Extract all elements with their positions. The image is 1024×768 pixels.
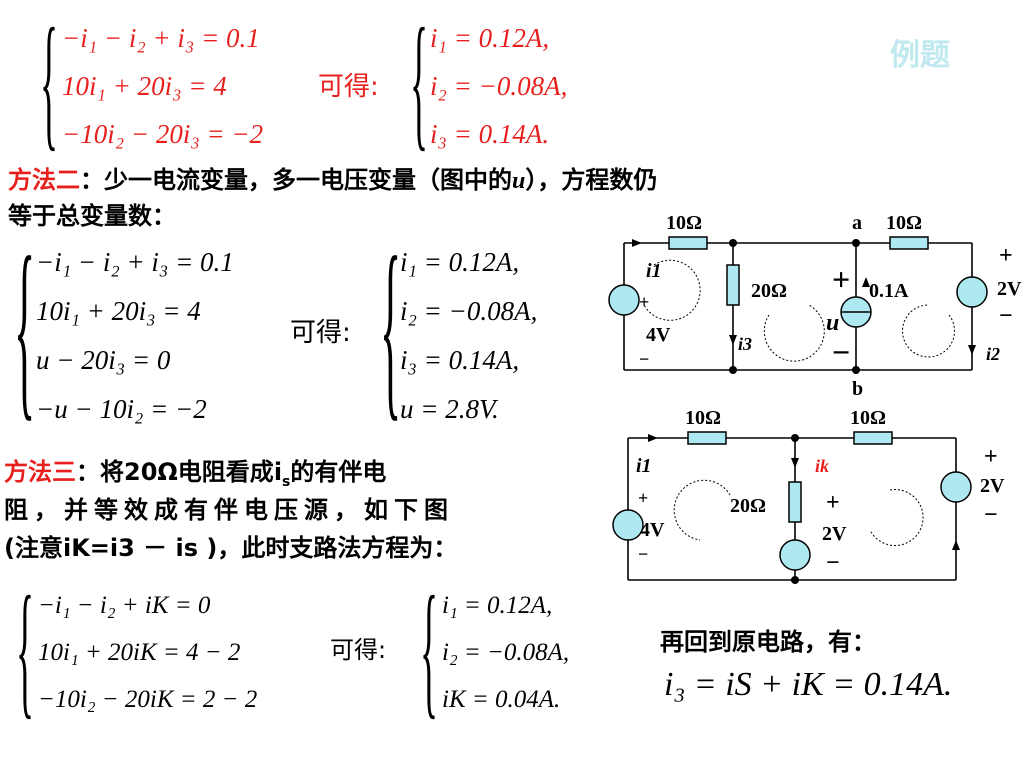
equation: −u − 10i₂ = −2 <box>36 394 207 424</box>
source-label: 4V <box>640 519 665 541</box>
svg-text:−: − <box>639 349 649 369</box>
brace: { <box>420 566 438 732</box>
resistor-label: 10Ω <box>886 212 922 234</box>
equation: −i₁ − i₂ + i₃ = 0.1 <box>36 247 234 277</box>
result: i₂ = −0.08A, <box>400 296 538 326</box>
equation-system-1: −i₁ − i₂ + i₃ = 0.1 10i₁ + 20i₃ = 4 −10i… <box>62 14 263 158</box>
result: i₁ = 0.12A, <box>442 592 553 619</box>
final-equation: i₃ = iS + iK = 0.14A. <box>664 666 953 703</box>
svg-text:+: + <box>638 488 648 508</box>
svg-text:−: − <box>984 502 998 528</box>
source-label: 2V <box>822 523 847 545</box>
brace: { <box>16 566 34 732</box>
result: u = 2.8V. <box>400 394 499 424</box>
result-label: 可得: <box>290 318 351 348</box>
equation-system-3: −i₁ − i₂ + iK = 0 10i₁ + 20iK = 4 − 2 −1… <box>38 582 257 723</box>
resistor-label: 10Ω <box>685 407 721 429</box>
result: i₃ = 0.14A. <box>430 119 550 149</box>
result: i₁ = 0.12A, <box>430 23 550 53</box>
svg-text:+: + <box>826 490 840 516</box>
resistor <box>889 236 929 250</box>
equation: −i₁ − i₂ + iK = 0 <box>38 592 211 619</box>
resistor <box>853 431 893 445</box>
method2-line1: 方法二：少一电流变量，多一电压变量（图中的u），方程数仍 <box>8 166 658 194</box>
method3-line1: 方法三：将20Ω电阻看成is的有伴电 <box>4 458 387 490</box>
brace: { <box>410 0 428 164</box>
current-label: i1 <box>646 260 662 282</box>
resistor-label: 10Ω <box>666 212 702 234</box>
circuit-diagram-2: 10Ω 10Ω 20Ω 4V 2V 2V i1 ik + − + − + − <box>612 407 1005 584</box>
voltage-source-icon <box>612 509 644 541</box>
voltage-label: u <box>826 310 839 336</box>
solution-2: i₁ = 0.12A, i₂ = −0.08A, i₃ = 0.14A, u =… <box>400 238 537 434</box>
voltage-source-icon <box>779 539 811 571</box>
current-label: ik <box>815 456 829 476</box>
node-label: b <box>852 378 863 400</box>
result-label: 可得: <box>318 72 379 102</box>
svg-text:−: − <box>638 544 648 564</box>
equation: u − 20i₃ = 0 <box>36 345 171 375</box>
resistor <box>668 236 708 250</box>
result: i₃ = 0.14A, <box>400 345 520 375</box>
resistor <box>687 431 727 445</box>
current-label: i2 <box>986 344 1000 364</box>
resistor <box>726 264 740 306</box>
brace: { <box>40 0 58 164</box>
resistor-label: 10Ω <box>850 407 886 429</box>
equation-system-2: −i₁ − i₂ + i₃ = 0.1 10i₁ + 20i₃ = 4 u − … <box>36 238 234 434</box>
equation: 10i₁ + 20iK = 4 − 2 <box>38 639 241 666</box>
voltage-source-icon <box>608 284 640 316</box>
source-label: 2V <box>997 278 1022 300</box>
result: i₂ = −0.08A, <box>442 639 570 666</box>
current-label: i1 <box>636 455 652 477</box>
method2-line2: 等于总变量数： <box>8 202 176 230</box>
node-label: a <box>852 212 862 234</box>
watermark-text: 例题 <box>890 38 950 73</box>
equation: −10i₂ − 20i₃ = −2 <box>62 119 264 149</box>
method3-line3: (注意iK=i3 － is )，此时支路法方程为： <box>4 534 458 562</box>
method3-line2: 阻，并等效成有伴电压源，如下图 <box>4 496 454 524</box>
result: i₂ = −0.08A, <box>430 71 568 101</box>
svg-text:−: − <box>999 303 1013 329</box>
voltage-source-icon <box>940 471 972 503</box>
equation: −10i₂ − 20iK = 2 − 2 <box>38 686 258 713</box>
voltage-source-icon <box>956 276 988 308</box>
circuit-diagram-1: 10Ω 10Ω 20Ω a b 0.1A 4V 2V i1 i3 i2 u + … <box>608 212 1022 400</box>
current-source-label: 0.1A <box>869 280 909 302</box>
brace: { <box>380 217 402 438</box>
equation: 10i₁ + 20i₃ = 4 <box>62 71 227 101</box>
solution-3: i₁ = 0.12A, i₂ = −0.08A, iK = 0.04A. <box>442 582 569 723</box>
resistor <box>788 481 802 523</box>
result: iK = 0.04A. <box>442 686 561 713</box>
result-label: 可得: <box>330 636 387 664</box>
equation: 10i₁ + 20i₃ = 4 <box>36 296 201 326</box>
result: i₁ = 0.12A, <box>400 247 520 277</box>
brace: { <box>14 217 36 438</box>
method3-label: 方法三 <box>4 458 76 486</box>
method2-label: 方法二 <box>8 166 80 194</box>
source-label: 2V <box>980 475 1005 497</box>
equation: −i₁ − i₂ + i₃ = 0.1 <box>62 23 260 53</box>
svg-text:+: + <box>999 243 1013 269</box>
return-text: 再回到原电路，有： <box>660 628 876 656</box>
svg-text:+: + <box>984 444 998 470</box>
current-label: i3 <box>738 334 752 354</box>
svg-text:+: + <box>832 261 850 297</box>
resistor-label: 20Ω <box>730 495 766 517</box>
svg-text:−: − <box>832 334 850 370</box>
svg-text:+: + <box>639 292 649 312</box>
source-label: 4V <box>646 324 671 346</box>
resistor-label: 20Ω <box>751 280 787 302</box>
svg-text:−: − <box>826 550 840 576</box>
solution-1: i₁ = 0.12A, i₂ = −0.08A, i₃ = 0.14A. <box>430 14 567 158</box>
